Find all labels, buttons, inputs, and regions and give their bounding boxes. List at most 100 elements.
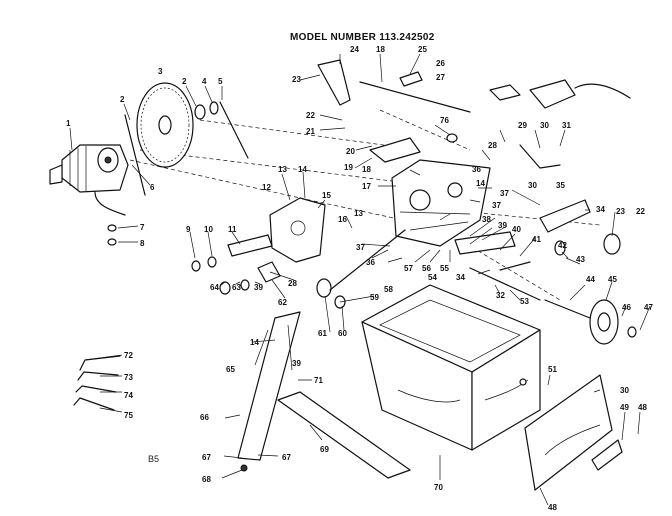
callout-18: 18 <box>362 165 371 174</box>
leg-and-rail <box>237 311 411 479</box>
callout-14: 14 <box>476 179 485 188</box>
callout-31: 31 <box>562 121 571 130</box>
callout-21: 21 <box>306 127 315 136</box>
callout-34: 34 <box>596 205 605 214</box>
model-number-title: MODEL NUMBER 113.242502 <box>290 32 435 43</box>
tilt-bracket <box>519 144 591 233</box>
callout-2: 2 <box>120 95 125 104</box>
callout-37: 37 <box>492 201 501 210</box>
callout-32: 32 <box>496 291 505 300</box>
motor <box>49 144 129 216</box>
callout-64: 64 <box>210 283 219 292</box>
callout-35: 35 <box>556 181 565 190</box>
callout-68: 68 <box>202 475 211 484</box>
callout-65: 65 <box>226 365 235 374</box>
callout-19: 19 <box>344 163 353 172</box>
trunnion-housing <box>391 159 491 247</box>
callout-43: 43 <box>576 255 585 264</box>
callout-76: 76 <box>440 116 449 125</box>
hex-wrenches <box>73 355 121 411</box>
corner-code: B5 <box>148 454 159 464</box>
callout-37: 37 <box>356 243 365 252</box>
callout-36: 36 <box>472 165 481 174</box>
callout-28: 28 <box>288 279 297 288</box>
callout-23: 23 <box>616 207 625 216</box>
side-panel <box>524 374 613 491</box>
callout-67: 67 <box>202 453 211 462</box>
callout-12: 12 <box>262 183 271 192</box>
callout-30: 30 <box>540 121 549 130</box>
callout-26: 26 <box>436 59 445 68</box>
callout-47: 47 <box>644 303 653 312</box>
callout-67: 67 <box>282 453 291 462</box>
callout-13: 13 <box>278 165 287 174</box>
callout-75: 75 <box>124 411 133 420</box>
callout-39: 39 <box>498 221 507 230</box>
callout-57: 57 <box>404 264 413 273</box>
callout-28: 28 <box>488 141 497 150</box>
left-trunnion <box>269 197 326 263</box>
callout-72: 72 <box>124 351 133 360</box>
callout-5: 5 <box>218 77 223 86</box>
callout-46: 46 <box>622 303 631 312</box>
callout-22: 22 <box>306 111 315 120</box>
callout-55: 55 <box>440 264 449 273</box>
callout-2: 2 <box>182 77 187 86</box>
callout-70: 70 <box>434 483 443 492</box>
arbor-washers <box>124 101 249 196</box>
callout-39: 39 <box>292 359 301 368</box>
cabinet-base <box>361 284 541 451</box>
callout-45: 45 <box>608 275 617 284</box>
callout-1: 1 <box>66 119 71 128</box>
callout-53: 53 <box>520 297 529 306</box>
callout-71: 71 <box>314 376 323 385</box>
callout-37: 37 <box>500 189 509 198</box>
callout-7: 7 <box>140 223 145 232</box>
callout-17: 17 <box>362 182 371 191</box>
callout-6: 6 <box>150 183 155 192</box>
callout-54: 54 <box>428 273 437 282</box>
callout-10: 10 <box>204 225 213 234</box>
callout-14: 14 <box>298 165 307 174</box>
callout-24: 24 <box>350 45 359 54</box>
callout-29: 29 <box>518 121 527 130</box>
callout-30: 30 <box>528 181 537 190</box>
callout-27: 27 <box>436 73 445 82</box>
callout-49: 49 <box>620 403 629 412</box>
callout-60: 60 <box>338 329 347 338</box>
callout-20: 20 <box>346 147 355 156</box>
callout-23: 23 <box>292 75 301 84</box>
callout-34: 34 <box>456 273 465 282</box>
callout-66: 66 <box>200 413 209 422</box>
callout-61: 61 <box>318 329 327 338</box>
callout-4: 4 <box>202 77 207 86</box>
callout-30: 30 <box>620 386 629 395</box>
callout-63: 63 <box>232 283 241 292</box>
callout-14: 14 <box>250 338 259 347</box>
callout-13: 13 <box>354 209 363 218</box>
callout-8: 8 <box>140 239 145 248</box>
callout-40: 40 <box>512 225 521 234</box>
callout-73: 73 <box>124 373 133 382</box>
leader-lines <box>69 53 651 506</box>
callout-38: 38 <box>482 215 491 224</box>
callout-15: 15 <box>322 191 331 200</box>
callout-41: 41 <box>532 235 541 244</box>
callout-22: 22 <box>636 207 645 216</box>
callout-16: 16 <box>338 215 347 224</box>
callout-18: 18 <box>376 45 385 54</box>
handwheel <box>544 233 637 345</box>
callout-44: 44 <box>586 275 595 284</box>
guard-assembly <box>317 59 631 163</box>
callout-62: 62 <box>278 298 287 307</box>
saw-blade <box>136 82 194 168</box>
callout-48: 48 <box>548 503 557 512</box>
small-hardware <box>107 133 623 471</box>
callout-58: 58 <box>384 285 393 294</box>
callout-48: 48 <box>638 403 647 412</box>
shaft-and-washers <box>191 234 273 272</box>
assembly-guide-lines <box>129 109 601 301</box>
callout-3: 3 <box>158 67 163 76</box>
callout-51: 51 <box>548 365 557 374</box>
